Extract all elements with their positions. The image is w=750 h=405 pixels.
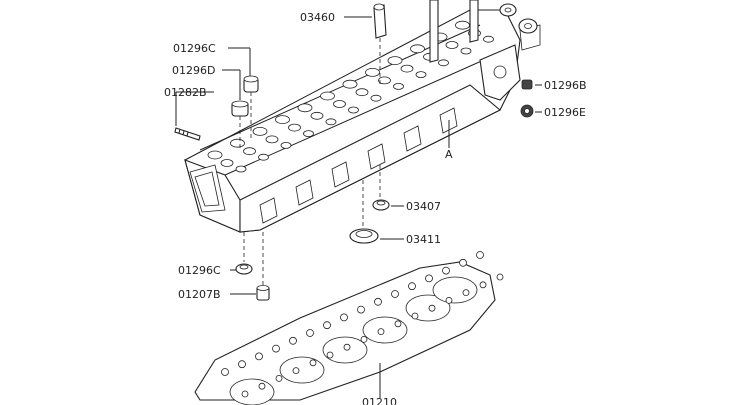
valve-hole bbox=[484, 36, 494, 42]
label-03460: 03460 bbox=[300, 11, 335, 24]
valve-hole bbox=[289, 124, 301, 131]
gasket-hole bbox=[259, 383, 265, 389]
gasket-hole bbox=[293, 368, 299, 374]
cylinder-bore bbox=[323, 337, 367, 363]
gasket-hole bbox=[477, 252, 484, 259]
valve-hole bbox=[439, 60, 449, 66]
valve-hole bbox=[446, 42, 458, 49]
gasket-hole bbox=[290, 337, 297, 344]
cylinder-bore bbox=[363, 317, 407, 343]
cylinder-bore bbox=[230, 379, 274, 405]
label-01296E: 01296E bbox=[544, 106, 586, 119]
gasket-hole bbox=[273, 345, 280, 352]
valve-hole bbox=[461, 48, 471, 54]
valve-hole bbox=[356, 89, 368, 96]
valve-hole bbox=[366, 68, 380, 76]
gasket-hole bbox=[276, 375, 282, 381]
valve-hole bbox=[343, 80, 357, 88]
label-03411: 03411 bbox=[406, 233, 441, 246]
valve-hole bbox=[221, 160, 233, 167]
valve-hole bbox=[394, 83, 404, 89]
head-gasket bbox=[195, 252, 503, 405]
label-01296D: 01296D bbox=[172, 64, 215, 77]
gasket-hole bbox=[460, 259, 467, 266]
part-03411-seal-ring bbox=[350, 180, 378, 243]
gasket-hole bbox=[222, 369, 229, 376]
gasket-hole bbox=[463, 290, 469, 296]
label-01296B: 01296B bbox=[544, 79, 587, 92]
part-01296E-plug bbox=[521, 105, 533, 117]
valve-hole bbox=[281, 142, 291, 148]
label-01296C-bottom: 01296C bbox=[178, 264, 221, 277]
gasket-hole bbox=[446, 297, 452, 303]
valve-hole bbox=[231, 139, 245, 147]
valve-hole bbox=[208, 151, 222, 159]
label-01282B: 01282B bbox=[164, 86, 207, 99]
gasket-hole bbox=[412, 313, 418, 319]
valve-hole bbox=[334, 101, 346, 108]
valve-hole bbox=[276, 116, 290, 124]
gasket-hole bbox=[324, 322, 331, 329]
part-01296B-plug bbox=[522, 80, 532, 89]
label-03407: 03407 bbox=[406, 200, 441, 213]
gasket-hole bbox=[375, 298, 382, 305]
gasket-hole bbox=[344, 344, 350, 350]
gasket-hole bbox=[256, 353, 263, 360]
valve-hole bbox=[401, 65, 413, 72]
valve-hole bbox=[456, 21, 470, 29]
label-gasket-partial: 01210 bbox=[362, 396, 397, 405]
gasket-hole bbox=[327, 352, 333, 358]
gasket-hole bbox=[307, 330, 314, 337]
valve-hole bbox=[259, 154, 269, 160]
valve-hole bbox=[371, 95, 381, 101]
gasket-hole bbox=[429, 305, 435, 311]
valve-hole bbox=[236, 166, 246, 172]
valve-hole bbox=[311, 112, 323, 119]
valve-hole bbox=[304, 131, 314, 137]
gasket-hole bbox=[443, 267, 450, 274]
gasket-hole bbox=[310, 360, 316, 366]
gasket-hole bbox=[378, 329, 384, 335]
gasket-hole bbox=[239, 361, 246, 368]
valve-hole bbox=[388, 57, 402, 65]
valve-hole bbox=[253, 127, 267, 135]
gasket-hole bbox=[341, 314, 348, 321]
label-01207B: 01207B bbox=[178, 288, 221, 301]
valve-hole bbox=[298, 104, 312, 112]
gasket-hole bbox=[497, 274, 503, 280]
gasket-hole bbox=[480, 282, 486, 288]
gasket-hole bbox=[358, 306, 365, 313]
gasket-hole bbox=[361, 336, 367, 342]
valve-hole bbox=[244, 148, 256, 155]
gasket-hole bbox=[392, 291, 399, 298]
part-01296C-bottom-cap bbox=[236, 232, 252, 274]
cylinder-bore bbox=[280, 357, 324, 383]
cylinder-bore bbox=[433, 277, 477, 303]
valve-hole bbox=[411, 45, 425, 53]
label-A: A bbox=[445, 148, 453, 161]
gasket-hole bbox=[409, 283, 416, 290]
valve-hole bbox=[326, 119, 336, 125]
gasket-hole bbox=[395, 321, 401, 327]
part-01282B-stud bbox=[175, 128, 200, 140]
valve-hole bbox=[321, 92, 335, 100]
valve-hole bbox=[416, 72, 426, 78]
gasket-hole bbox=[242, 391, 248, 397]
valve-hole bbox=[266, 136, 278, 143]
gasket-hole bbox=[426, 275, 433, 282]
part-01207B-dowel bbox=[257, 232, 269, 300]
valve-hole bbox=[349, 107, 359, 113]
label-01296C-top: 01296C bbox=[173, 42, 216, 55]
